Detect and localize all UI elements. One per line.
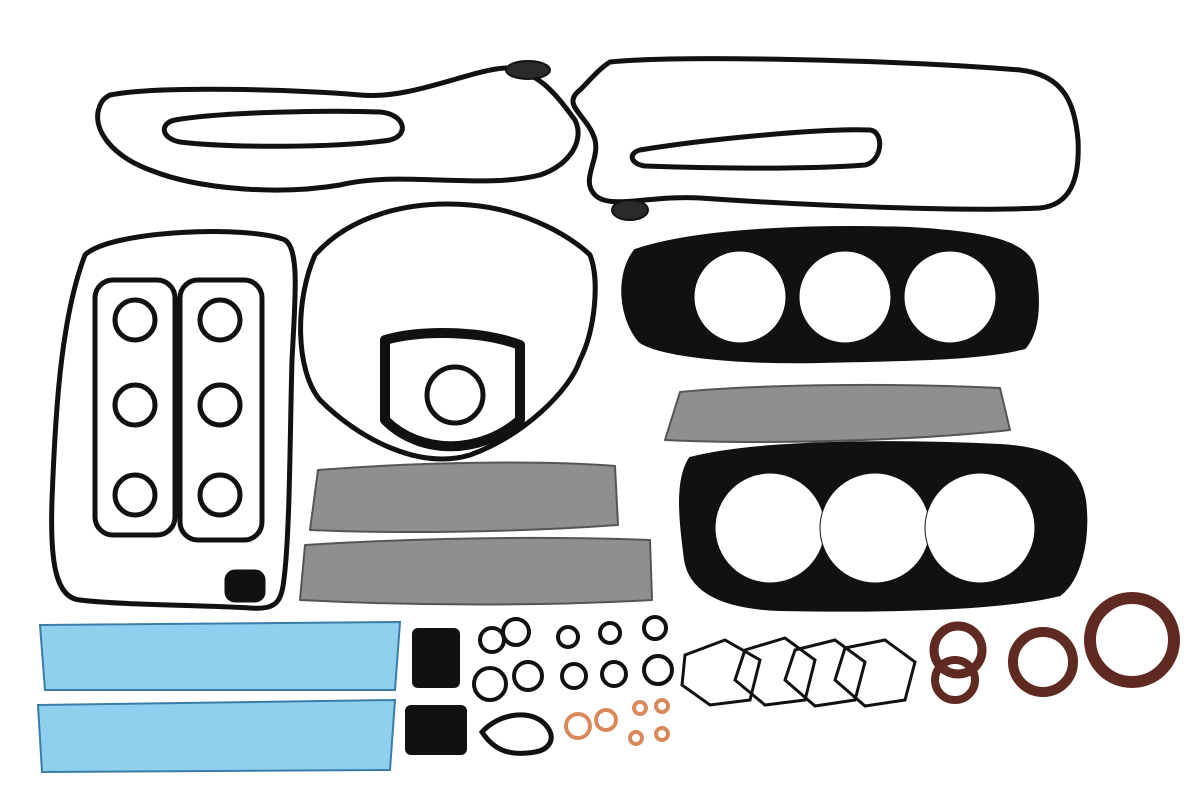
crankcase-gasket-icon bbox=[298, 201, 598, 462]
rubber-gasket-small-icon bbox=[478, 712, 554, 756]
oil-seal-icon bbox=[929, 592, 1180, 704]
valve-cover-gasket-right-icon bbox=[570, 56, 1081, 221]
exhaust-gasket-upper-icon bbox=[299, 383, 1011, 606]
rubber-mount-icon bbox=[405, 628, 467, 755]
intake-manifold-gasket-icon bbox=[49, 229, 298, 611]
copper-washer-icon bbox=[564, 698, 670, 746]
cylinder-head-gasket-upper-icon bbox=[621, 226, 1039, 364]
wire-seal-icon bbox=[680, 636, 917, 708]
exhaust-cover-gasket-icon bbox=[36, 620, 402, 774]
valve-cover-gasket-left-icon bbox=[95, 60, 581, 193]
cylinder-head-gasket-lower-icon bbox=[679, 441, 1088, 612]
o-ring-icon bbox=[472, 615, 674, 702]
